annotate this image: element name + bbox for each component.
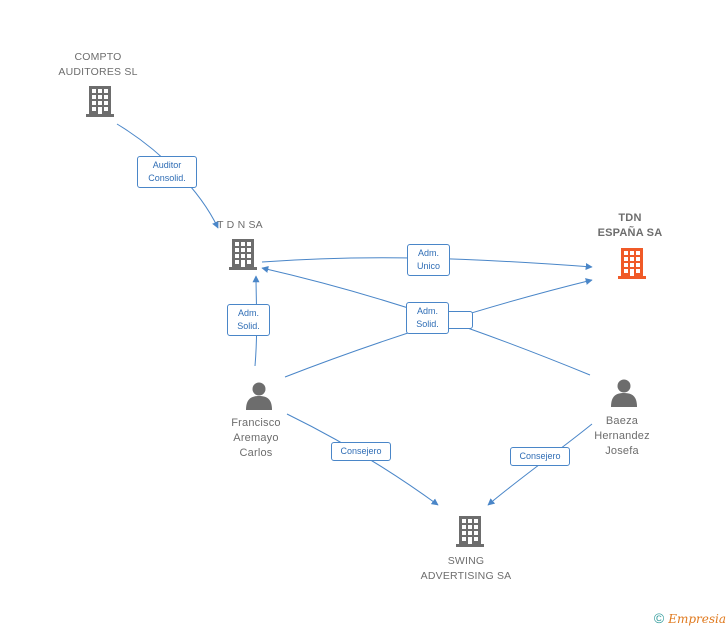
edge-label-adm-solid-mid: Adm. Solid.: [406, 302, 449, 334]
person-icon[interactable]: [246, 382, 272, 411]
edge-label-adm-solid-left: Adm. Solid.: [227, 304, 270, 336]
node-label-tdn-sa[interactable]: T D N SA: [217, 219, 263, 231]
edge-label-consejero-right: Consejero: [510, 447, 570, 466]
building-icon[interactable]: [456, 516, 484, 547]
node-label-francisco[interactable]: Francisco Aremayo Carlos: [231, 417, 281, 459]
copyright-symbol: ©: [653, 610, 665, 626]
node-label-compto[interactable]: COMPTO AUDITORES SL: [58, 51, 138, 78]
edge-label-adm-unico: Adm. Unico: [407, 244, 450, 276]
person-icon[interactable]: [611, 379, 637, 408]
node-label-tdn-espana[interactable]: TDN ESPAÑA SA: [597, 212, 663, 239]
node-label-swing[interactable]: SWING ADVERTISING SA: [420, 555, 512, 582]
edge-label-auditor: Auditor Consolid.: [137, 156, 197, 188]
footer-brand: ©Empresia: [654, 610, 726, 626]
edge-label-consejero-left: Consejero: [331, 442, 391, 461]
brand-logo: Empresia: [668, 612, 726, 626]
node-label-baeza[interactable]: Baeza Hernandez Josefa: [594, 415, 650, 457]
building-icon[interactable]: [86, 86, 114, 117]
building-icon[interactable]: [229, 239, 257, 270]
building-icon[interactable]: [618, 248, 646, 279]
